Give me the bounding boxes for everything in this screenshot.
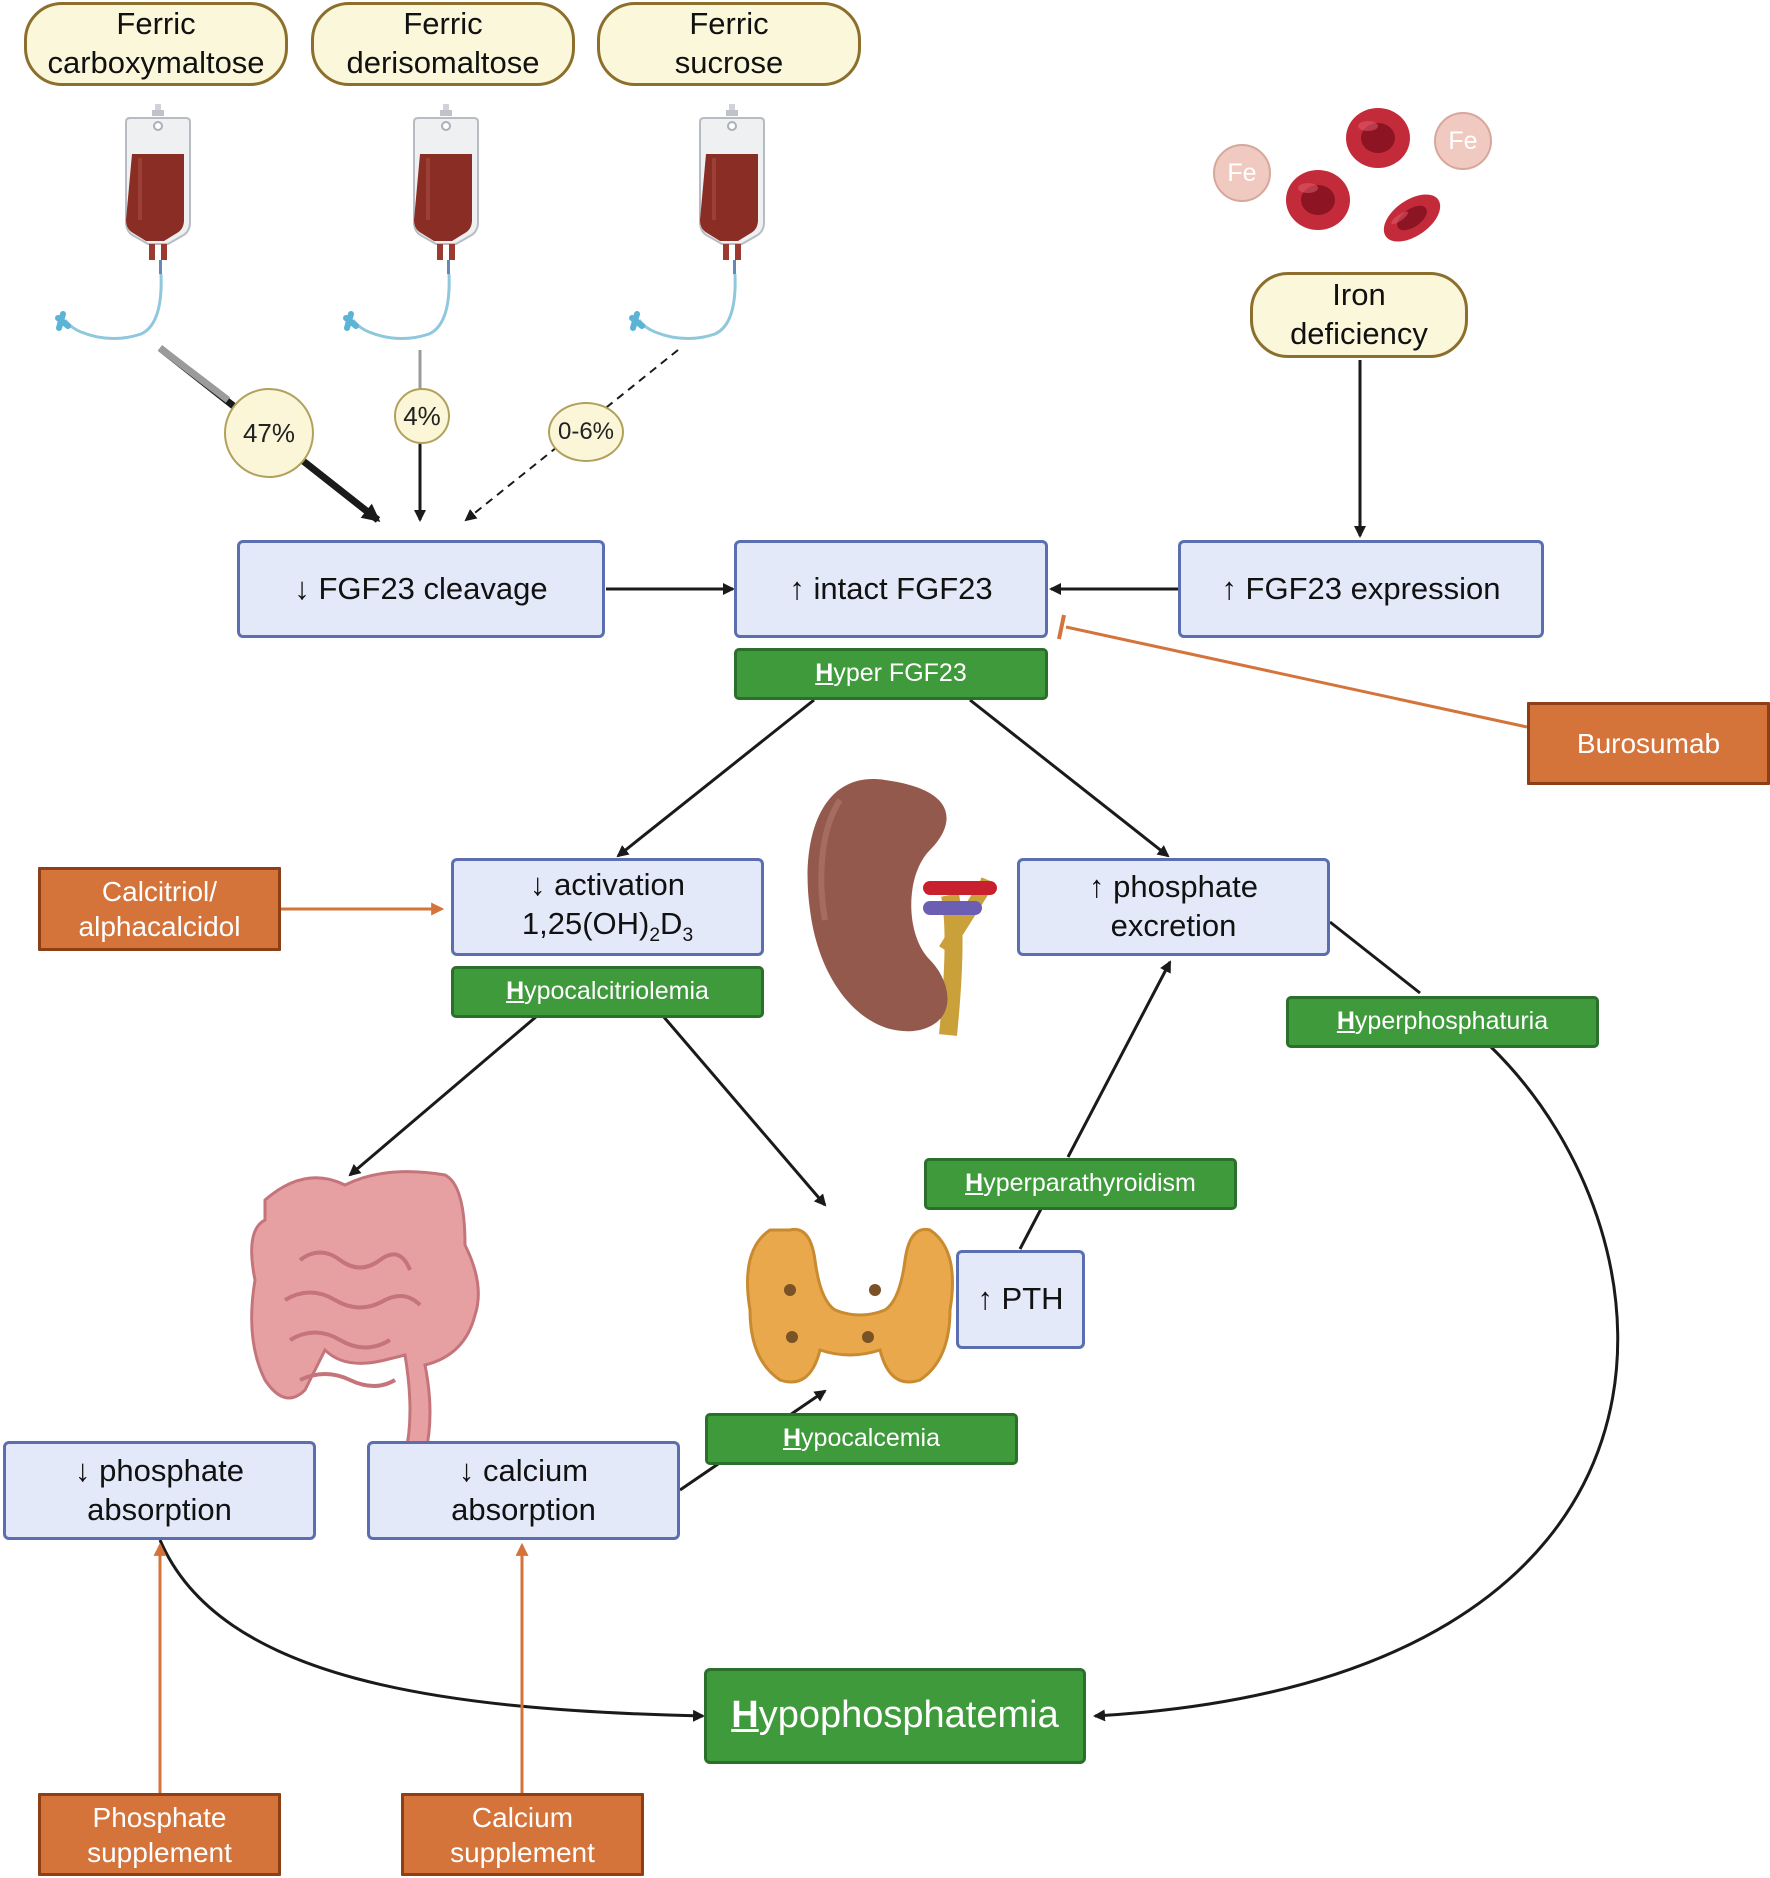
fgf23-expression-box: ↑ FGF23 expression — [1178, 540, 1544, 638]
calcitriol-line2: alphacalcidol — [78, 911, 241, 942]
iron-deficiency-line2: deficiency — [1290, 316, 1428, 351]
calcium-supplement-line2: supplement — [450, 1836, 595, 1868]
red-blood-cell-icon — [1346, 108, 1410, 168]
arrow-fgf23-to-excretion — [969, 698, 1170, 858]
arrow-sucrose — [464, 349, 679, 522]
iv-bag-icon — [346, 104, 478, 339]
red-blood-cell-icon — [1375, 184, 1449, 252]
calcitriol-line1: Calcitriol/ — [101, 876, 218, 907]
condition-hypocalcitriolemia: Hypocalcitriolemia — [451, 966, 764, 1018]
drug-name-line1: Ferric — [403, 6, 483, 42]
connector-pth-to-hyperparathyroidism — [1018, 1206, 1044, 1250]
treatment-burosumab: Burosumab — [1527, 702, 1770, 785]
pth-box: ↑ PTH — [956, 1250, 1085, 1349]
arrow-absorption-to-hypophosphatemia — [158, 1539, 705, 1722]
arrow-hyperparathyroidism-to-excretion — [1066, 960, 1172, 1158]
percentage-sucrose: 0-6% — [548, 402, 624, 462]
phosphate-excretion-line2: excretion — [1110, 908, 1237, 943]
calcium-absorption-line2: absorption — [451, 1491, 596, 1527]
iv-bag-icon — [58, 104, 190, 339]
phosphate-absorption-line2: absorption — [87, 1491, 232, 1527]
arrow-hypocalcitriolemia-to-gut — [348, 1014, 538, 1177]
arrow-fgf23-to-activation — [616, 698, 815, 858]
drug-name-line2: sucrose — [674, 45, 784, 80]
drug-name-line1: Ferric — [689, 6, 769, 42]
phosphate-excretion-line1: ↑ phosphate — [1089, 869, 1258, 905]
arrow-carboxymaltose-tail — [157, 345, 231, 403]
drug-name-line1: Ferric — [116, 6, 196, 42]
fgf23-cleavage-box: ↓ FGF23 cleavage — [237, 540, 605, 638]
treatment-calcitriol: Calcitriol/alphacalcidol — [38, 867, 281, 951]
calcium-supplement-line1: Calcium — [471, 1801, 574, 1833]
condition-hypocalcemia: Hypocalcemia — [705, 1413, 1018, 1465]
percentage-derisomaltose: 4% — [394, 388, 450, 444]
phosphate-absorption-line1: ↓ phosphate — [75, 1452, 244, 1488]
burosumab-inhibition — [1057, 614, 1528, 729]
iron-deficiency-line1: Iron — [1332, 277, 1386, 313]
kidney-icon — [807, 779, 997, 1036]
thyroid-icon — [746, 1227, 954, 1384]
iron-atom-icon: Fe — [1434, 112, 1492, 170]
iron-atom-icon: Fe — [1213, 144, 1271, 202]
calcium-absorption-line1: ↓ calcium — [458, 1452, 589, 1488]
intestine-icon — [250, 1170, 480, 1467]
condition-hyperparathyroidism: Hyperparathyroidism — [924, 1158, 1237, 1210]
condition-hyper-fgf23: Hyper FGF23 — [734, 648, 1048, 700]
percentage-carboxymaltose: 47% — [224, 388, 314, 478]
activation-box: ↓ activation 1,25(OH)2D3 — [451, 858, 764, 956]
drug-name-line2: derisomaltose — [346, 45, 540, 80]
red-blood-cell-icon — [1286, 170, 1350, 230]
phosphate-supplement-line1: Phosphate — [92, 1801, 227, 1833]
arrow-hypocalcitriolemia-to-thyroid — [661, 1015, 827, 1207]
activation-line2: 1,25(OH)2D3 — [521, 905, 694, 946]
iv-bag-icon — [632, 104, 764, 339]
drug-name-line2: carboxymaltose — [47, 45, 265, 80]
arrow-phosphaturia-to-hypophosphatemia — [1095, 920, 1620, 1716]
activation-line1: ↓ activation — [529, 867, 686, 903]
intact-fgf23-box: ↑ intact FGF23 — [734, 540, 1048, 638]
condition-hypophosphatemia: Hypophosphatemia — [704, 1668, 1086, 1764]
phosphate-supplement-line2: supplement — [87, 1836, 232, 1868]
condition-hyperphosphaturia: Hyperphosphaturia — [1286, 996, 1599, 1048]
